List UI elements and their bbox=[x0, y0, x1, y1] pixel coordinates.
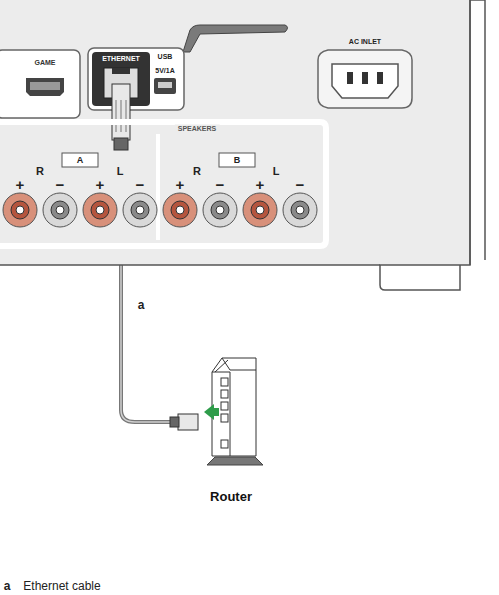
port-label: 5V/1A bbox=[155, 67, 174, 74]
channel-label: L bbox=[273, 166, 280, 177]
polarity: + bbox=[256, 177, 265, 192]
polarity: − bbox=[216, 177, 225, 192]
port-label: USB bbox=[158, 53, 173, 60]
router: Router bbox=[188, 352, 274, 504]
polarity: + bbox=[176, 177, 185, 192]
ethernet-port: ETHERNET bbox=[92, 52, 150, 108]
speaker-terminal bbox=[123, 193, 157, 227]
channel-label: R bbox=[193, 166, 201, 177]
polarity: − bbox=[56, 177, 65, 192]
speaker-terminal bbox=[163, 193, 197, 227]
channel-label: A bbox=[77, 156, 84, 165]
polarity: + bbox=[96, 177, 105, 192]
speaker-terminal bbox=[283, 193, 317, 227]
node-text: Router bbox=[210, 489, 252, 504]
callout-letter: a bbox=[138, 299, 145, 311]
channel-label: B bbox=[234, 156, 241, 165]
label: GAME bbox=[35, 59, 56, 66]
section-label: SPEAKERS bbox=[175, 125, 220, 132]
speaker-terminal bbox=[3, 193, 37, 227]
speaker-terminal bbox=[83, 193, 117, 227]
caption-text: Ethernet cable bbox=[23, 580, 100, 592]
node-text: ETHERNET bbox=[102, 55, 140, 62]
channel-label: R bbox=[36, 166, 44, 177]
speaker-terminal bbox=[243, 193, 277, 227]
polarity: + bbox=[16, 177, 25, 192]
speaker-terminal bbox=[43, 193, 77, 227]
callout-letter: a bbox=[4, 580, 11, 592]
speaker-terminal bbox=[203, 193, 237, 227]
polarity: − bbox=[136, 177, 145, 192]
polarity: − bbox=[296, 177, 305, 192]
channel-label: L bbox=[117, 166, 124, 177]
port-label: AC INLET bbox=[349, 38, 381, 45]
